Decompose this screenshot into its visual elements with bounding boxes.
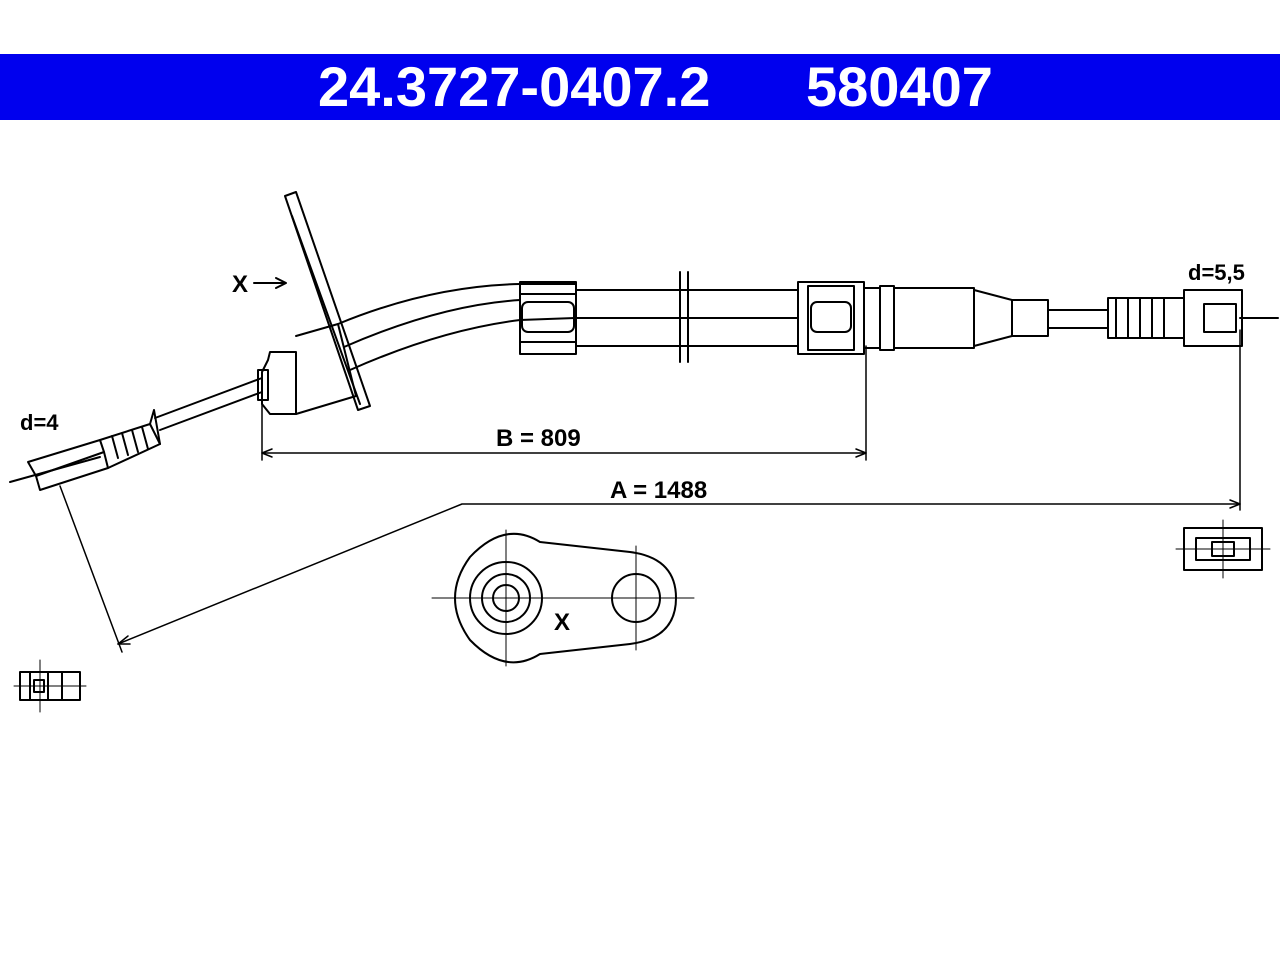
bracket-detail-centerlines (431, 529, 695, 667)
dimension-a-label: A = 1488 (610, 477, 707, 504)
left-ferrule (261, 323, 357, 415)
right-diameter-label: d=5,5 (1188, 260, 1245, 285)
outer-sheath-straight (575, 271, 799, 363)
part-number: 24.3727-0407.2 (318, 55, 711, 118)
view-marker-label: X (232, 271, 248, 298)
header-bar (0, 54, 1280, 120)
left-end-view (13, 659, 87, 713)
right-end-view (1175, 519, 1271, 579)
inner-cable-right (1047, 309, 1279, 329)
detail-marker-label: X (554, 609, 570, 636)
dimension-a (59, 329, 1241, 653)
reference-number: 580407 (806, 55, 993, 118)
dimension-b (261, 345, 867, 461)
view-arrow-icon (253, 277, 287, 289)
left-diameter-label: d=4 (20, 410, 59, 435)
crimp-sleeve-1 (519, 281, 577, 355)
right-end-fitting (1107, 289, 1243, 347)
inner-cable-left (154, 369, 269, 431)
left-end-fitting (9, 409, 161, 491)
outer-sheath-curved (337, 283, 576, 371)
crimp-sleeve-2 (797, 281, 881, 355)
dimension-b-label: B = 809 (496, 425, 581, 452)
mounting-bracket (284, 191, 371, 411)
adjuster-sleeve (879, 285, 1049, 351)
